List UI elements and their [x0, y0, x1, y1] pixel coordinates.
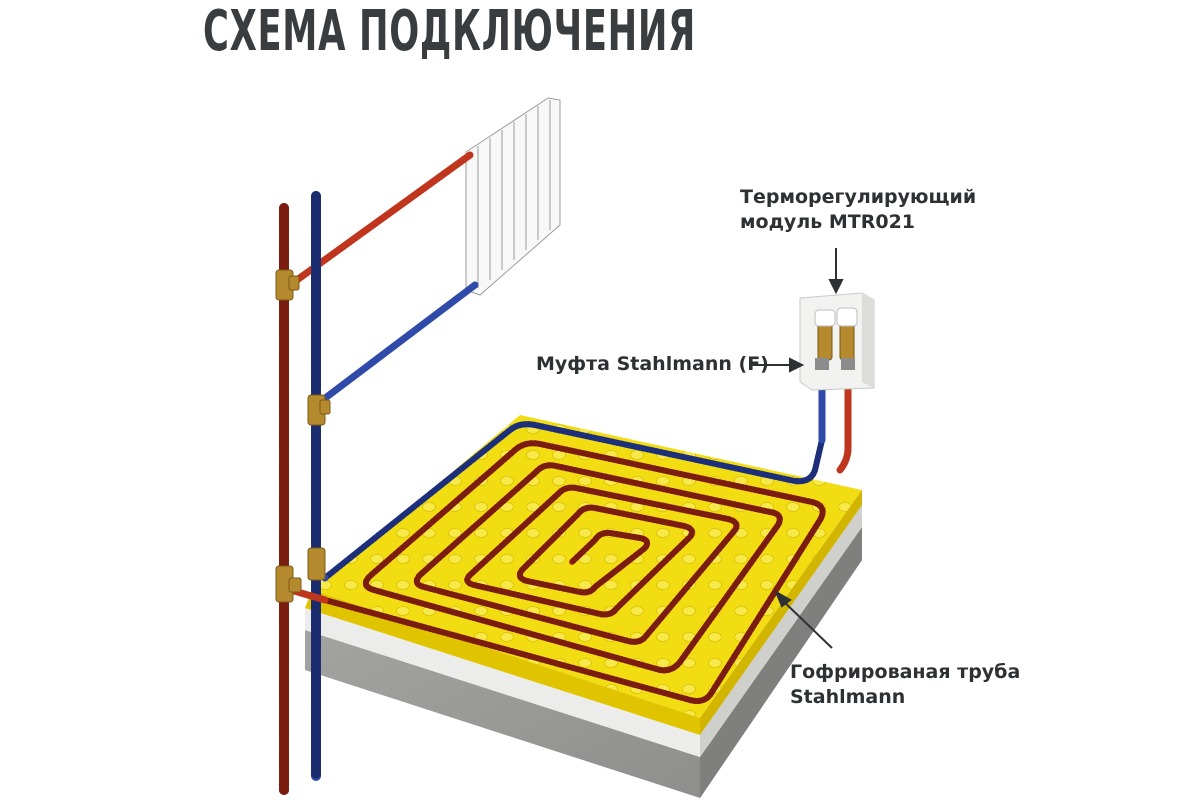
insulation-layer — [305, 505, 862, 757]
label-corrugated-pipe: Гофрированая труба Stahlmann — [790, 661, 1021, 708]
heating-mat — [305, 415, 862, 735]
underfloor-spiral-pipe — [322, 421, 826, 704]
label-thermo-module: Терморегулирующий модуль MTR021 — [740, 186, 977, 233]
radiator — [465, 97, 561, 296]
callout-arrows — [752, 248, 844, 649]
thermo-module — [799, 292, 875, 391]
concrete-slab — [305, 527, 862, 798]
brass-tee-fittings — [275, 269, 331, 603]
diagram-title: СХЕМА ПОДКЛЮЧЕНИЯ — [203, 0, 696, 64]
vertical-risers — [279, 191, 321, 795]
label-coupling: Муфта Stahlmann (F) — [536, 353, 769, 375]
